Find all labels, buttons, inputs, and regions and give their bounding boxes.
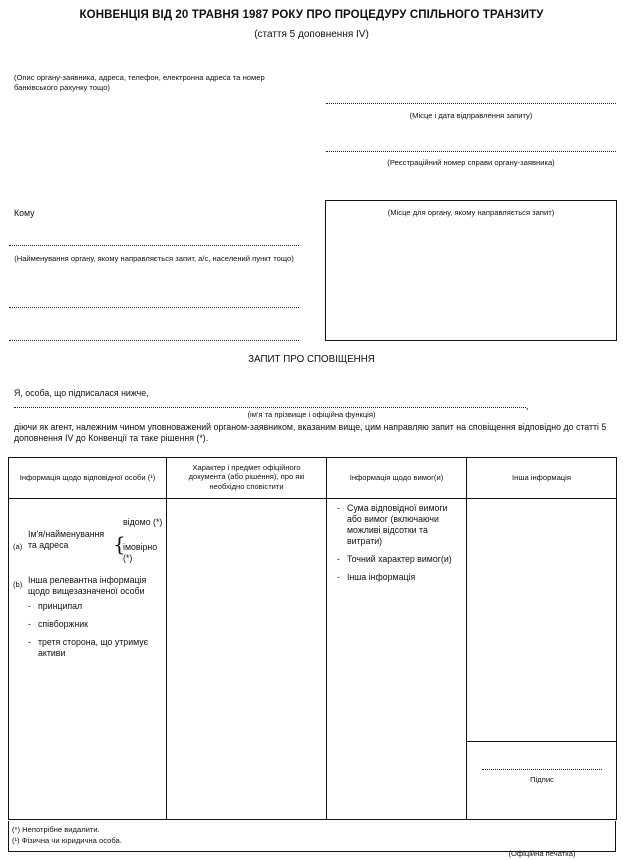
signature-divider bbox=[467, 741, 617, 742]
applicant-description: (Опис органу-заявника, адреса, телефон, … bbox=[14, 73, 265, 92]
probable-label: імовірно (*) bbox=[123, 542, 158, 563]
footnote-2: (¹) Фізична чи юридична особа. bbox=[12, 835, 122, 845]
document-title: КОНВЕНЦІЯ ВІД 20 ТРАВНЯ 1987 РОКУ ПРО ПР… bbox=[79, 9, 544, 21]
marker-a: (a) bbox=[13, 542, 23, 551]
header-claims-info: Інформація щодо вимог(и) bbox=[326, 457, 467, 499]
seal-label: (Офіційна печатка) bbox=[508, 849, 576, 858]
name-address-text: Ім'я/найменування та адреса bbox=[28, 529, 105, 550]
header-person-info: Інформація щодо відповідної особи (¹) bbox=[8, 457, 167, 499]
list-item: Сума відповідної вимоги або вимог (включ… bbox=[337, 503, 460, 547]
information-table: Інформація щодо відповідної особи (¹) Ха… bbox=[8, 457, 617, 858]
person-role-list: принципал співборжник третя сторона, що … bbox=[28, 601, 158, 666]
to-label: Кому bbox=[14, 208, 35, 218]
name-line bbox=[14, 407, 526, 408]
recipient-authority-label: (Місце для органу, якому направляється з… bbox=[387, 208, 555, 217]
cell-claims-info: Сума відповідної вимоги або вимог (включ… bbox=[326, 498, 467, 820]
request-body: діючи як агент, належним чином уповноваж… bbox=[14, 422, 607, 443]
other-info-text: Інша релевантна інформація щодо вищезазн… bbox=[28, 575, 147, 596]
footnotes-box: (*) Непотрібне видалити. (¹) Фізична чи … bbox=[8, 821, 616, 852]
recipient-extra-line-2 bbox=[9, 340, 299, 341]
recipient-authority-box: (Місце для органу, якому направляється з… bbox=[325, 200, 617, 341]
known-label: відомо (*) bbox=[123, 517, 163, 527]
list-item: співборжник bbox=[28, 619, 158, 630]
list-item: Інша інформація bbox=[337, 572, 460, 583]
request-intro: Я, особа, що підписалася нижче, bbox=[14, 388, 149, 398]
signature-label: Підпис bbox=[530, 775, 554, 784]
footnote-1: (*) Непотрібне видалити. bbox=[12, 825, 100, 834]
list-item: третя сторона, що утримує активи bbox=[28, 637, 158, 659]
cell-person-info: (a) Ім'я/найменування та адреса { відомо… bbox=[8, 498, 167, 820]
header-other-info: Інша інформація bbox=[466, 457, 617, 499]
marker-b: (b) bbox=[13, 580, 23, 589]
place-date-line bbox=[326, 103, 616, 104]
claims-list: Сума відповідної вимоги або вимог (включ… bbox=[327, 499, 466, 583]
cell-other-info: Підпис (Офіційна печатка) bbox=[466, 498, 617, 858]
name-line-comma: , bbox=[526, 401, 529, 411]
recipient-line bbox=[9, 245, 299, 246]
signature-line bbox=[482, 769, 602, 770]
cell-document bbox=[166, 498, 327, 820]
reg-number-line bbox=[326, 151, 616, 152]
recipient-extra-line-1 bbox=[9, 307, 299, 308]
document-subtitle: (стаття 5 доповнення IV) bbox=[254, 29, 369, 40]
place-date-label: (Місце і дата відправлення запиту) bbox=[409, 111, 533, 120]
reg-number-label: (Реєстраційний номер справи органу-заявн… bbox=[387, 158, 555, 167]
list-item: Точний характер вимог(и) bbox=[337, 554, 460, 565]
header-document: Характер і предмет офіційного документа … bbox=[166, 457, 327, 499]
list-item: принципал bbox=[28, 601, 158, 612]
request-heading: ЗАПИТ ПРО СПОВІЩЕННЯ bbox=[248, 354, 375, 365]
name-hint: (ім'я та прізвище і офіційна функція) bbox=[247, 410, 376, 419]
brace-symbol: { bbox=[113, 532, 126, 556]
recipient-description: (Найменування органу, якому направляєтьс… bbox=[14, 254, 294, 263]
